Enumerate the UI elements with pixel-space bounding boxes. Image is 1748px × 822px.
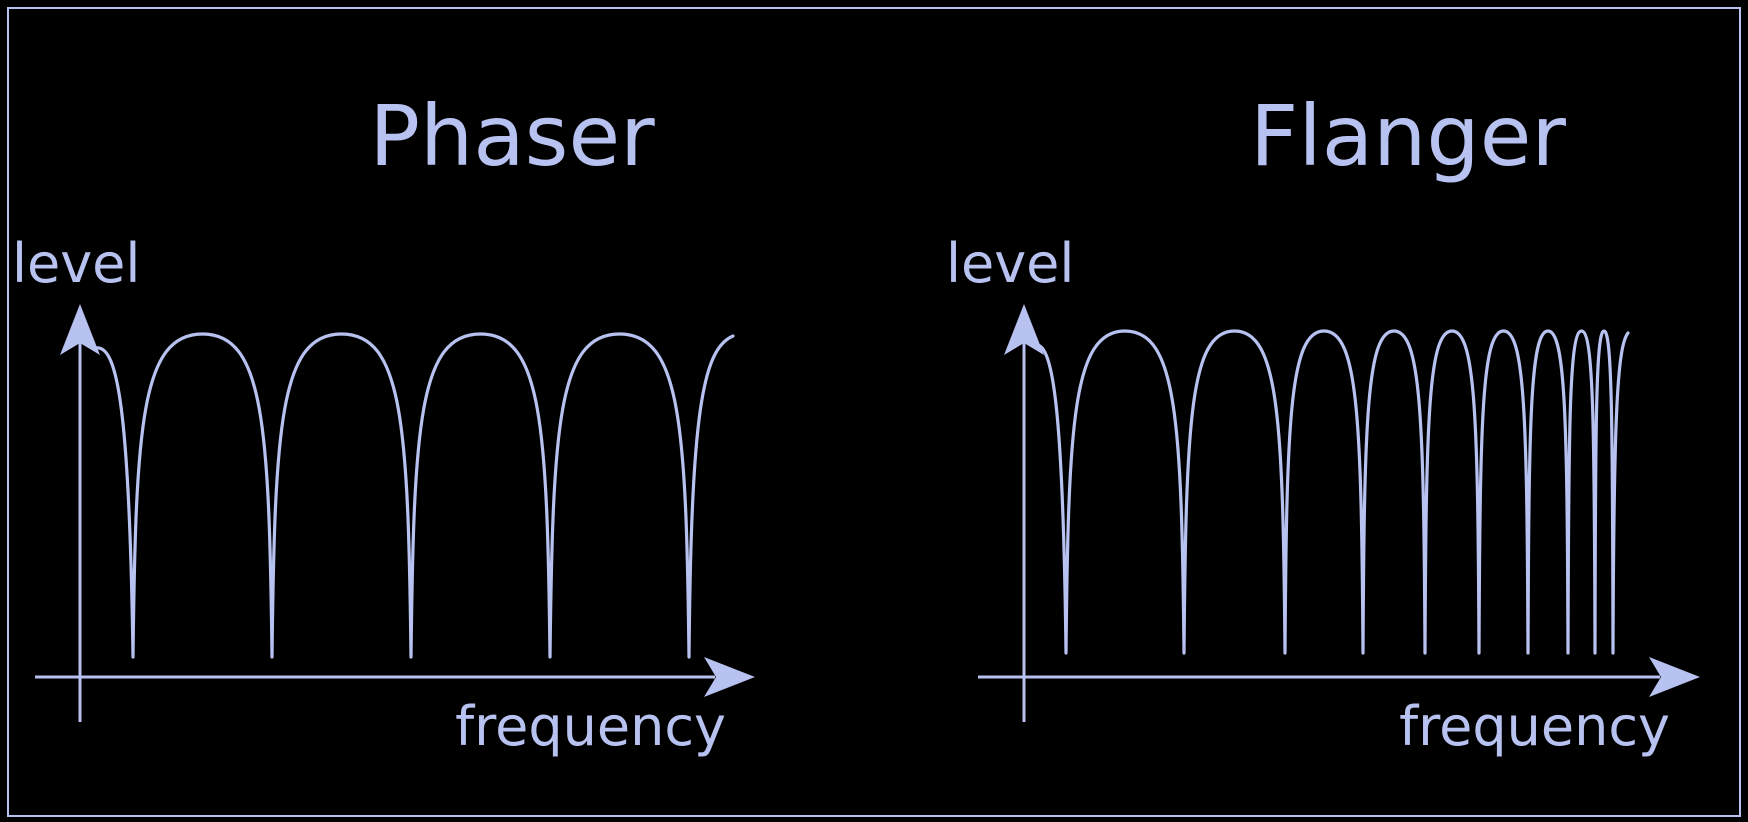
phaser-y-axis-label: level (12, 232, 140, 295)
flanger-y-axis-arrowhead (1004, 304, 1044, 355)
phaser-response-curve (93, 332, 735, 659)
phaser-x-axis-arrowhead (704, 657, 755, 697)
flanger-y-axis-label: level (946, 232, 1074, 295)
phaser-x-axis-label: frequency (455, 695, 726, 758)
phaser-panel: Phaser level frequency (12, 87, 755, 758)
flanger-response-curve (1032, 329, 1630, 655)
phaser-title: Phaser (369, 87, 655, 185)
flanger-x-axis-arrowhead (1649, 657, 1700, 697)
frame-border (7, 7, 1741, 817)
phaser-y-axis-arrowhead (60, 304, 100, 355)
flanger-panel: Flanger level frequency (946, 87, 1700, 758)
flanger-x-axis-label: frequency (1399, 695, 1670, 758)
flanger-title: Flanger (1250, 87, 1566, 185)
